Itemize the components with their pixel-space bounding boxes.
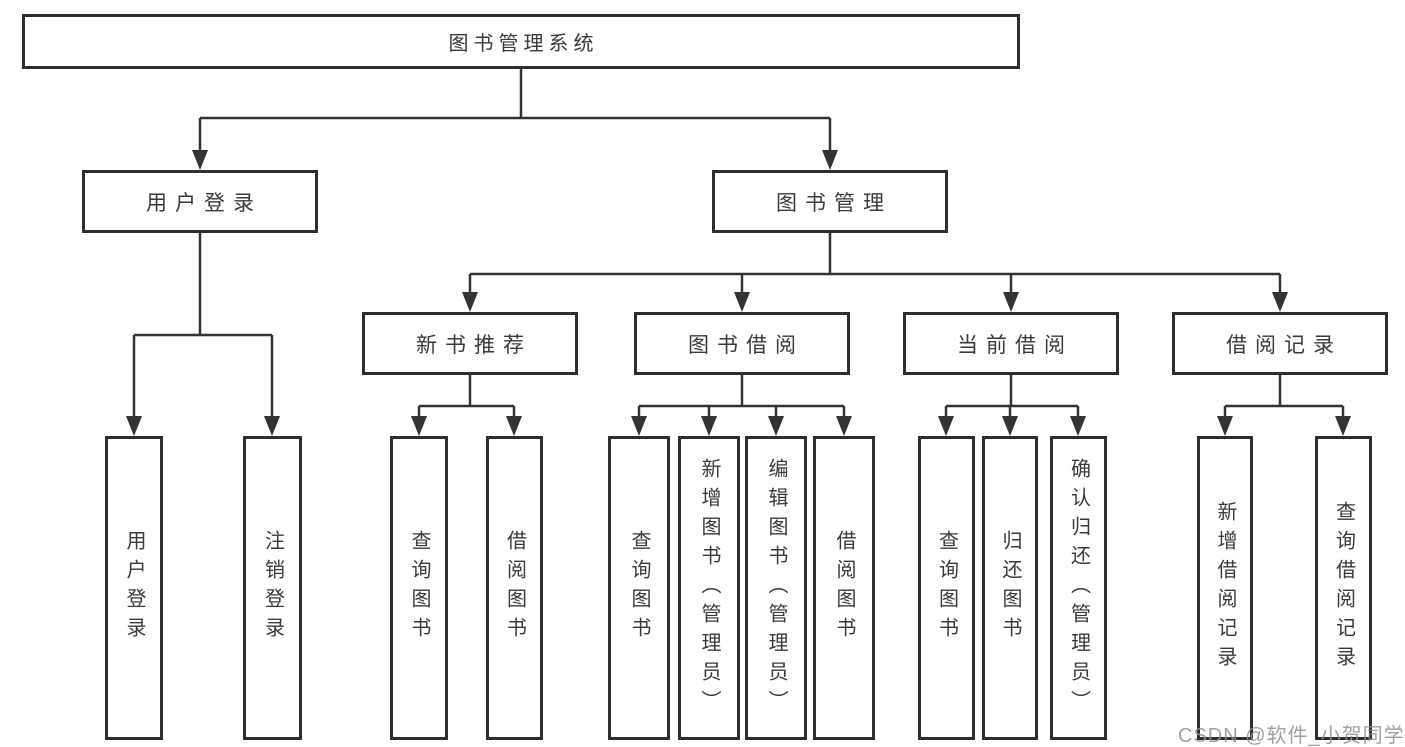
leaf-newbooks-query-books-label: 查询图书 bbox=[408, 530, 430, 646]
leaf-current-return-books-label: 归还图书 bbox=[999, 530, 1021, 646]
node-borrow-records: 借阅记录 bbox=[1172, 312, 1388, 375]
leaf-borrow-add-books-admin: 新增图书（管理员） bbox=[678, 436, 740, 740]
arrowhead-icon bbox=[1002, 416, 1018, 436]
arrowhead-icon bbox=[462, 292, 478, 312]
leaf-current-query-books-label: 查询图书 bbox=[935, 530, 958, 646]
connector-current-to-leaves bbox=[944, 375, 1080, 418]
arrowhead-icon bbox=[264, 416, 280, 436]
node-new-book-recommend: 新书推荐 bbox=[362, 312, 578, 375]
arrowhead-icon bbox=[1272, 292, 1288, 312]
leaf-newbooks-query-books: 查询图书 bbox=[390, 436, 448, 740]
leaf-records-add-record: 新增借阅记录 bbox=[1197, 436, 1253, 740]
arrowhead-icon bbox=[1217, 416, 1233, 436]
leaf-newbooks-borrow-books-label: 借阅图书 bbox=[503, 530, 526, 646]
node-root-system-label: 图书管理系统 bbox=[448, 33, 599, 55]
arrowhead-icon bbox=[822, 150, 838, 170]
leaf-borrow-query-books: 查询图书 bbox=[608, 436, 670, 740]
node-book-borrowing: 图书借阅 bbox=[634, 312, 850, 375]
node-user-login-label: 用户登录 bbox=[146, 191, 262, 215]
node-root-system: 图书管理系统 bbox=[22, 14, 1020, 69]
connector-userlogin-to-leaves bbox=[132, 233, 274, 418]
arrowhead-icon bbox=[506, 416, 522, 436]
node-new-book-recommend-label: 新书推荐 bbox=[416, 333, 532, 357]
leaf-borrow-borrow-books-label: 借阅图书 bbox=[833, 530, 855, 646]
arrowhead-icon bbox=[192, 150, 208, 170]
leaf-current-query-books: 查询图书 bbox=[918, 436, 975, 740]
connector-newbooks-to-leaves bbox=[417, 375, 516, 418]
leaf-user-login-label: 用户登录 bbox=[123, 530, 145, 646]
leaf-user-login: 用户登录 bbox=[105, 436, 163, 740]
arrowhead-icon bbox=[734, 292, 750, 312]
connector-path-group bbox=[132, 69, 1345, 418]
leaf-logout-label: 注销登录 bbox=[261, 530, 284, 646]
node-user-login: 用户登录 bbox=[82, 170, 318, 233]
arrowhead-icon bbox=[836, 416, 852, 436]
leaf-newbooks-borrow-books: 借阅图书 bbox=[486, 436, 543, 740]
node-book-management-label: 图书管理 bbox=[776, 191, 892, 215]
leaf-borrow-edit-books-admin: 编辑图书（管理员） bbox=[745, 436, 807, 740]
node-current-borrowing-label: 当前借阅 bbox=[957, 333, 1073, 357]
arrowhead-group bbox=[126, 150, 1351, 436]
arrowhead-icon bbox=[631, 416, 647, 436]
arrowhead-icon bbox=[768, 416, 784, 436]
connector-bookmgmt-to-level2 bbox=[468, 233, 1282, 294]
node-book-management: 图书管理 bbox=[712, 170, 948, 233]
leaf-logout: 注销登录 bbox=[243, 436, 302, 740]
arrowhead-icon bbox=[1070, 416, 1086, 436]
leaf-records-add-record-label: 新增借阅记录 bbox=[1214, 501, 1236, 675]
node-current-borrowing: 当前借阅 bbox=[903, 312, 1119, 375]
arrowhead-icon bbox=[1335, 416, 1351, 436]
leaf-records-query-record-label: 查询借阅记录 bbox=[1332, 501, 1355, 675]
arrowhead-icon bbox=[701, 416, 717, 436]
connector-records-to-leaves bbox=[1223, 375, 1345, 418]
leaf-current-return-books: 归还图书 bbox=[982, 436, 1038, 740]
leaf-current-confirm-return-admin: 确认归还（管理员） bbox=[1050, 436, 1107, 740]
leaf-borrow-add-books-admin-label: 新增图书（管理员） bbox=[698, 457, 720, 719]
node-book-borrowing-label: 图书借阅 bbox=[688, 333, 804, 357]
leaf-current-confirm-return-admin-label: 确认归还（管理员） bbox=[1067, 457, 1090, 719]
leaf-borrow-query-books-label: 查询图书 bbox=[628, 530, 650, 646]
csdn-watermark: CSDN @软件_小贺同学 bbox=[1178, 725, 1405, 747]
arrowhead-icon bbox=[938, 416, 954, 436]
arrowhead-icon bbox=[1003, 292, 1019, 312]
leaf-records-query-record: 查询借阅记录 bbox=[1315, 436, 1372, 740]
leaf-borrow-edit-books-admin-label: 编辑图书（管理员） bbox=[765, 457, 787, 719]
arrowhead-icon bbox=[411, 416, 427, 436]
connector-borrow-to-leaves bbox=[637, 375, 846, 418]
arrowhead-icon bbox=[126, 416, 142, 436]
node-borrow-records-label: 借阅记录 bbox=[1226, 333, 1342, 357]
connector-root-to-level1 bbox=[198, 69, 832, 152]
leaf-borrow-borrow-books: 借阅图书 bbox=[813, 436, 875, 740]
